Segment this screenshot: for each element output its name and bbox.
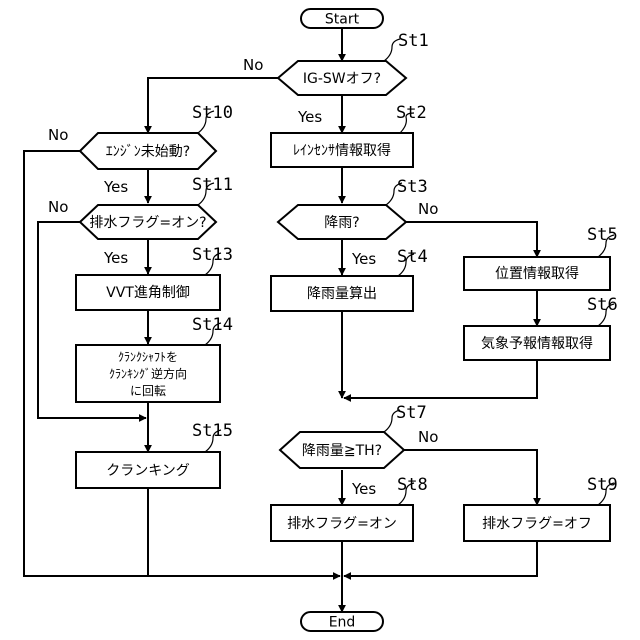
step-label: St4 [397,247,428,267]
branch-yes-label: Yes [351,480,376,498]
branch-yes-label: Yes [351,250,376,268]
step-label: St5 [587,225,618,245]
process-st13-label: VVT進角制御 [106,285,190,301]
process-st15: クランキング [76,452,220,488]
process-st9-label: 排水フラグ=オフ [482,516,592,532]
step-label: St10 [192,103,233,123]
process-st14-line: ｸﾗﾝｷﾝｸﾞ逆方向 [109,366,187,381]
start-terminal: Start [301,9,383,28]
decision-st10-label: ｴﾝｼﾞﾝ未始動? [106,144,190,160]
decision-st7: 降雨量≧TH? [280,432,404,468]
decision-st3: 降雨? [278,205,406,239]
process-st9: 排水フラグ=オフ [464,505,610,541]
step-label: St15 [192,421,233,441]
branch-no-label: No [48,126,68,144]
process-st14-line: ｸﾗﾝｸｼｬﾌﾄを [118,350,178,364]
process-st4: 降雨量算出 [271,276,413,311]
process-st8: 排水フラグ=オン [271,505,413,541]
process-st5: 位置情報取得 [464,257,610,290]
process-st13: VVT進角制御 [76,275,220,310]
step-label: St8 [397,475,428,495]
process-st8-label: 排水フラグ=オン [287,516,397,532]
decision-st1: IG-SWオフ? [278,61,406,95]
branch-yes-label: Yes [103,178,128,196]
decision-st11-label: 排水フラグ=オン? [89,215,206,231]
process-st2-label: ﾚｲﾝｾﾝｻ情報取得 [293,142,391,159]
branch-no-label: No [418,200,438,218]
step-label: St2 [396,103,427,123]
process-st5-label: 位置情報取得 [495,265,579,282]
step-label: St7 [396,403,427,423]
branch-no-label: No [243,56,263,74]
process-st2: ﾚｲﾝｾﾝｻ情報取得 [271,133,413,167]
branch-yes-label: Yes [103,249,128,267]
end-label: End [329,615,356,631]
step-label: St11 [192,175,233,195]
decision-st11: 排水フラグ=オン? [80,205,216,239]
start-label: Start [325,12,360,28]
decision-st7-label: 降雨量≧TH? [302,443,382,459]
step-label: St9 [587,475,618,495]
branch-no-label: No [418,428,438,446]
step-label: St6 [587,295,618,315]
process-st6-label: 気象予報情報取得 [481,335,593,352]
end-terminal: End [301,612,383,631]
connector [344,360,537,398]
decision-st10: ｴﾝｼﾞﾝ未始動? [80,133,216,169]
connector [344,541,537,576]
step-label: St13 [192,245,233,265]
step-label: St1 [398,31,429,51]
process-st6: 気象予報情報取得 [464,326,610,360]
process-st14: ｸﾗﾝｸｼｬﾌﾄを ｸﾗﾝｷﾝｸﾞ逆方向 に回転 [76,345,220,402]
process-st4-label: 降雨量算出 [307,286,377,302]
branch-yes-label: Yes [297,108,322,126]
decision-st1-label: IG-SWオフ? [303,71,381,87]
branch-no-label: No [48,198,68,216]
decision-st3-label: 降雨? [324,215,359,231]
step-label: St14 [192,315,233,335]
process-st14-line: に回転 [130,384,166,398]
process-st15-label: クランキング [106,463,190,479]
step-label: St3 [397,177,428,197]
